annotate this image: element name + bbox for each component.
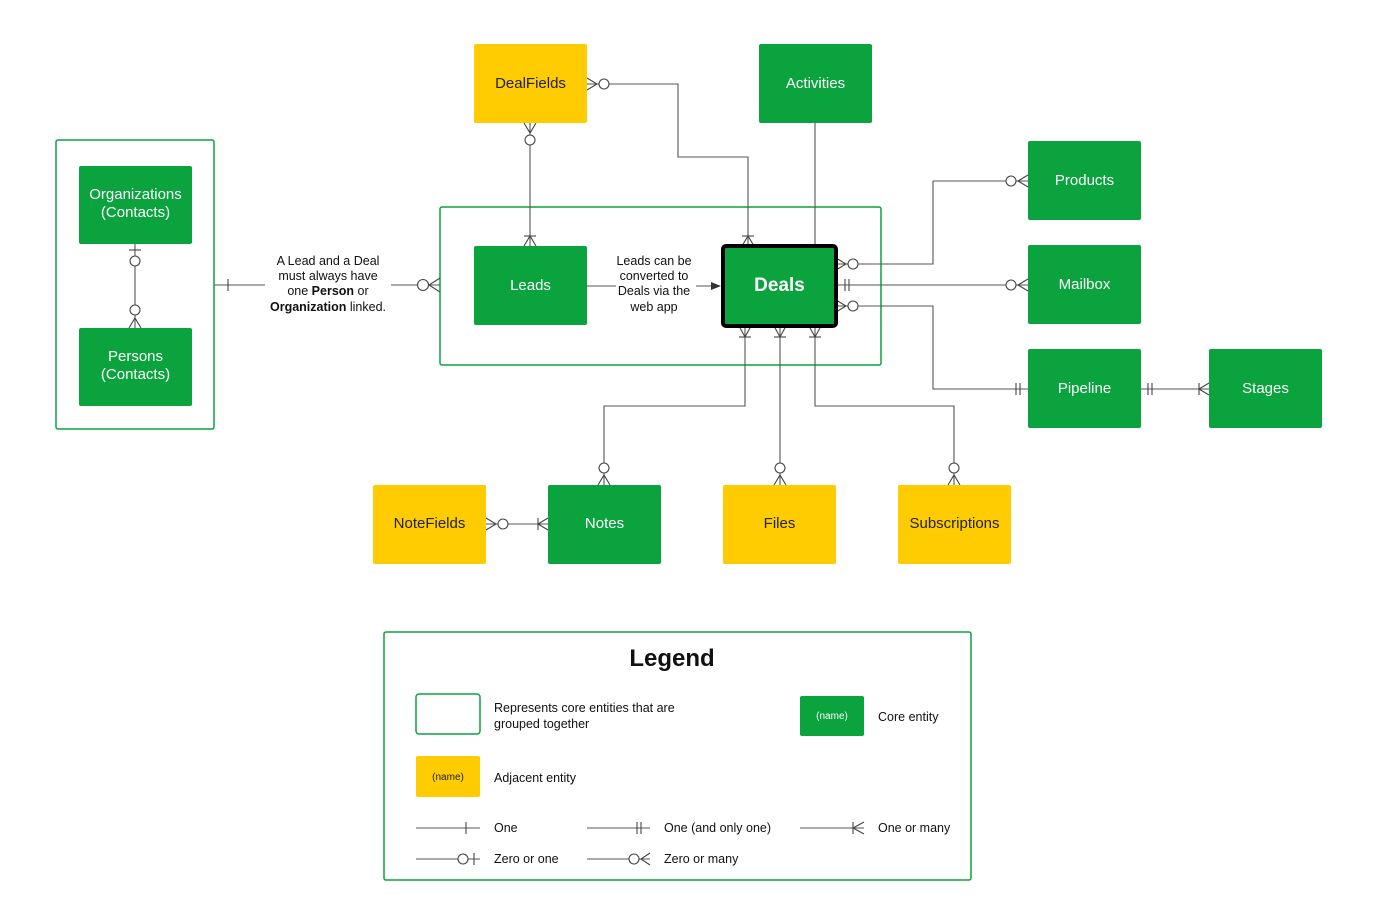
legend-zero-or-one: Zero or one: [416, 852, 559, 866]
entity-notes[interactable]: Notes: [548, 485, 661, 564]
note-contact-link-line4: Organization linked.: [270, 300, 386, 314]
note-contact-link-line3-post: or: [354, 284, 369, 298]
note-lead-convert: Leads can be converted to Deals via the …: [616, 254, 691, 314]
legend-one: One: [416, 821, 518, 835]
note-contact-link: A Lead and a Deal must always have one P…: [270, 254, 386, 314]
entity-subscriptions[interactable]: Subscriptions: [898, 485, 1011, 564]
entity-files-label: Files: [764, 515, 796, 532]
legend-one-and-only-one-label: One (and only one): [664, 821, 771, 835]
legend-adjacent-sample: [416, 756, 480, 797]
legend-core-sample: [800, 696, 864, 736]
leads-deals-group-box: [439, 206, 882, 366]
entity-products-label: Products: [1055, 172, 1114, 189]
entity-activities[interactable]: Activities: [759, 44, 872, 123]
entity-deals-label: Deals: [754, 275, 805, 296]
cardinality-marks: [128, 77, 1210, 531]
note-contact-link-line3: one Person or: [287, 284, 368, 298]
entity-activities-label: Activities: [786, 75, 845, 92]
note-lead-convert-line1: Leads can be: [616, 254, 691, 268]
note-lead-convert-line2: converted to: [620, 269, 689, 283]
entity-stages[interactable]: Stages: [1209, 349, 1322, 428]
legend-zero-or-many: Zero or many: [587, 852, 739, 866]
entity-notes-label: Notes: [585, 515, 624, 532]
arrowhead: [711, 282, 721, 290]
note-contact-link-line4-post: linked.: [346, 300, 386, 314]
entity-organizations-label-line2: (Contacts): [101, 204, 170, 221]
legend-adjacent-sample-text: (name): [432, 772, 464, 783]
entity-pipeline[interactable]: Pipeline: [1028, 349, 1141, 428]
legend-title: Legend: [629, 645, 714, 672]
entity-leads-label: Leads: [510, 277, 551, 294]
legend-zero-or-one-label: Zero or one: [494, 852, 559, 866]
legend-one-or-many-label: One or many: [878, 821, 951, 835]
legend-one-or-many: One or many: [800, 821, 951, 835]
legend-adjacent-label: Adjacent entity: [494, 771, 577, 785]
note-lead-convert-line4: web app: [629, 300, 677, 314]
legend-group-sample: [415, 693, 481, 735]
legend-one-and-only-one: One (and only one): [587, 821, 771, 835]
entity-persons-label-line2: (Contacts): [101, 366, 170, 383]
note-contact-link-line1: A Lead and a Deal: [277, 254, 380, 268]
legend-core-label: Core entity: [878, 710, 939, 724]
entity-subscriptions-label: Subscriptions: [909, 515, 999, 532]
note-contact-link-line3-pre: one: [287, 284, 311, 298]
legend-group-desc-line2: grouped together: [494, 717, 589, 731]
entity-pipeline-label: Pipeline: [1058, 380, 1111, 397]
legend-box: [383, 631, 972, 881]
legend-core-sample-text: (name): [816, 711, 848, 722]
entity-notefields[interactable]: NoteFields: [373, 485, 486, 564]
entity-leads[interactable]: Leads: [474, 246, 587, 325]
legend-zero-or-many-label: Zero or many: [664, 852, 739, 866]
legend: Legend Represents core entities that are…: [383, 631, 972, 881]
entity-dealfields[interactable]: DealFields: [474, 44, 587, 123]
entity-organizations[interactable]: Organizations (Contacts): [79, 166, 192, 244]
legend-one-label: One: [494, 821, 518, 835]
note-contact-link-person: Person: [312, 284, 354, 298]
entity-products[interactable]: Products: [1028, 141, 1141, 220]
entity-notefields-label: NoteFields: [394, 515, 466, 532]
note-contact-link-organization: Organization: [270, 300, 346, 314]
entity-stages-label: Stages: [1242, 380, 1289, 397]
entity-dealfields-label: DealFields: [495, 75, 566, 92]
entity-deals[interactable]: Deals: [721, 244, 838, 328]
entity-persons-label-line1: Persons: [108, 348, 163, 365]
entity-mailbox-label: Mailbox: [1059, 276, 1111, 293]
legend-group-desc-line1: Represents core entities that are: [494, 701, 675, 715]
connector-lines: [134, 83, 1209, 525]
note-lead-convert-line3: Deals via the: [618, 284, 690, 298]
entity-mailbox[interactable]: Mailbox: [1028, 245, 1141, 324]
note-contact-link-line2: must always have: [278, 269, 377, 283]
entity-files[interactable]: Files: [723, 485, 836, 564]
entity-persons[interactable]: Persons (Contacts): [79, 328, 192, 406]
entity-organizations-label-line1: Organizations: [89, 186, 182, 203]
